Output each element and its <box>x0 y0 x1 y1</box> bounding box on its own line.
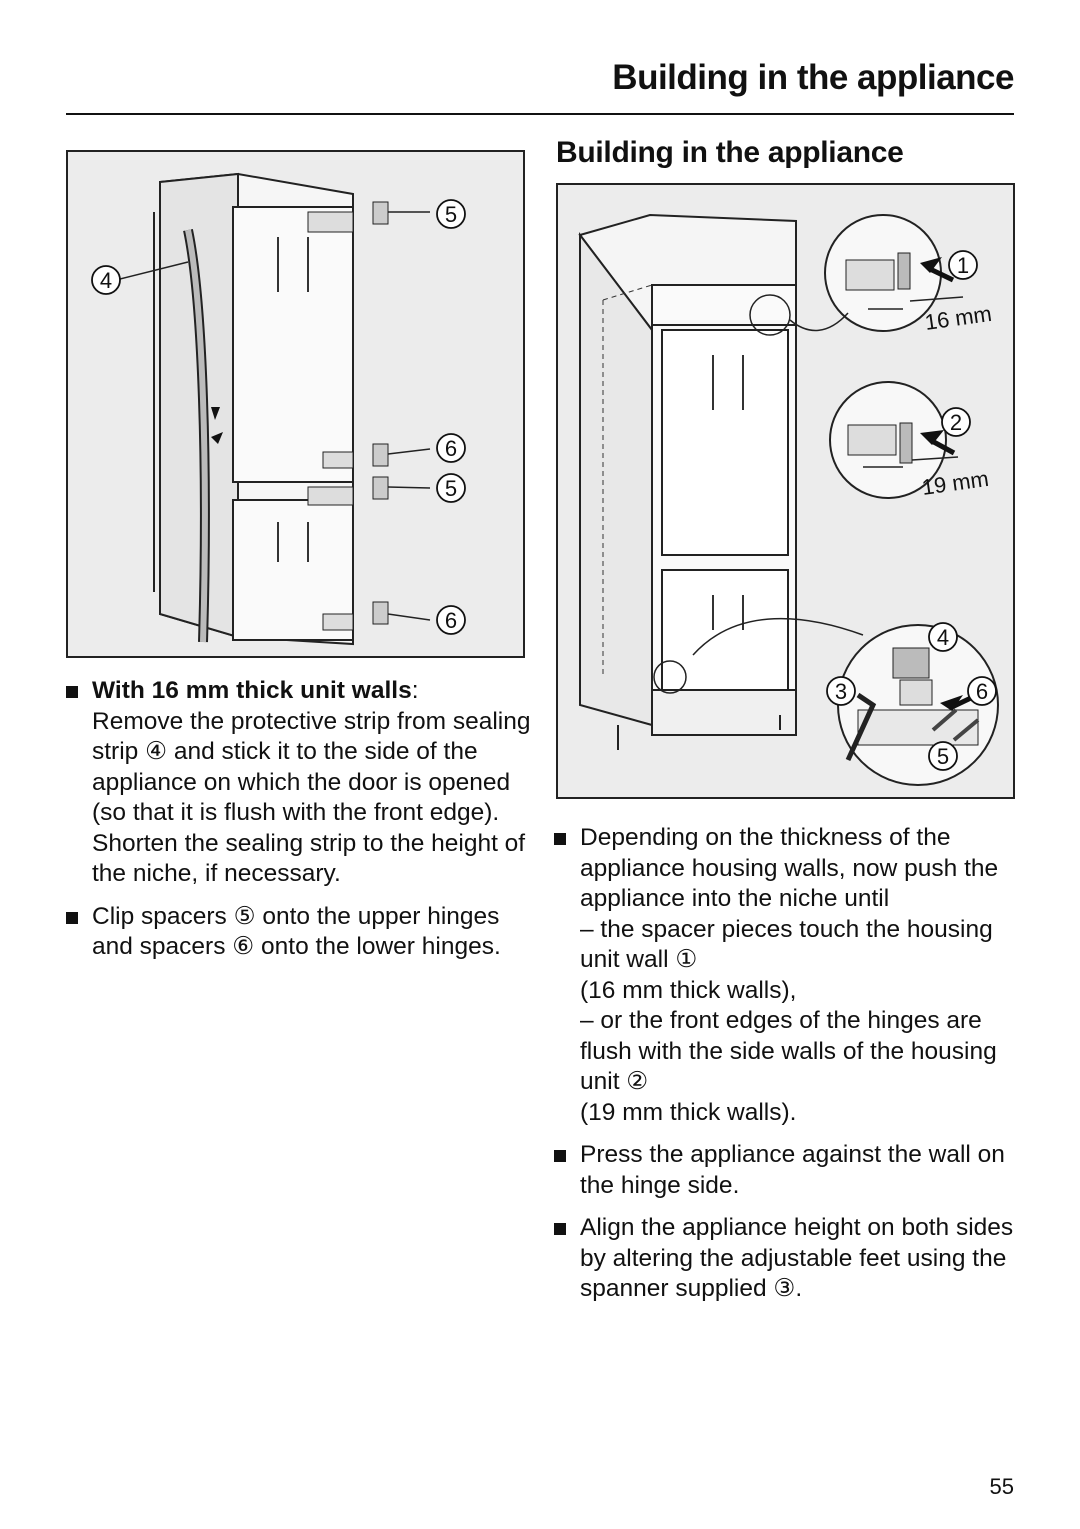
bullet-icon <box>66 686 78 698</box>
item-text: Shorten the sealing strip to the height … <box>92 829 526 888</box>
svg-text:5: 5 <box>445 202 457 227</box>
svg-text:2: 2 <box>950 410 962 435</box>
sub-item: – or the front edges of the hinges are f… <box>580 1007 997 1095</box>
running-title: Building in the appliance <box>612 58 1014 97</box>
svg-text:5: 5 <box>937 744 949 769</box>
svg-text:5: 5 <box>445 476 457 501</box>
callout-4: 4 <box>928 622 958 652</box>
item-text: Clip spacers ⑤ onto the upper hinges and… <box>92 902 501 961</box>
instruction-align-height: Align the appliance height on both sides… <box>554 1213 1024 1305</box>
callout-2: 2 <box>941 407 971 437</box>
callout-3: 3 <box>826 676 856 706</box>
figure-left: 5 4 6 5 6 <box>66 150 525 658</box>
bullet-icon <box>66 911 78 924</box>
callout-6: 6 <box>967 676 997 706</box>
svg-text:1: 1 <box>957 253 969 278</box>
figure-right: 16 mm 19 mm 1 2 4 3 6 5 <box>556 183 1015 799</box>
bullet-icon <box>554 833 566 845</box>
header-rule <box>66 113 1014 115</box>
appliance-niche-illustration: 16 mm 19 mm 1 2 4 3 6 5 <box>578 213 999 786</box>
svg-text:16 mm: 16 mm <box>923 301 993 335</box>
callout-5: 5 <box>928 741 958 771</box>
callout-1: 1 <box>948 250 978 280</box>
appliance-side-illustration: 5 4 6 5 6 <box>91 172 466 646</box>
dimension-16mm: 16 mm <box>923 301 993 335</box>
item-text: Press the appliance against the wall on … <box>580 1141 1005 1199</box>
item-text: Align the appliance height on both sides… <box>580 1214 1014 1302</box>
svg-text:4: 4 <box>100 268 112 293</box>
svg-text:4: 4 <box>937 625 949 650</box>
bullet-icon <box>554 1223 566 1235</box>
sub-item: (16 mm thick walls), <box>580 976 797 1004</box>
instruction-spacers: Clip spacers ⑤ onto the upper hinges and… <box>66 902 536 963</box>
callout-6-lower: 6 <box>436 605 466 635</box>
svg-text:6: 6 <box>445 608 457 633</box>
instruction-sealing-strip: With 16 mm thick unit walls: Remove the … <box>66 676 536 890</box>
callout-4: 4 <box>91 265 121 295</box>
section-title: Building in the appliance <box>556 136 904 169</box>
svg-text:6: 6 <box>445 436 457 461</box>
callout-6-upper: 6 <box>436 433 466 463</box>
instruction-push-appliance: Depending on the thickness of the applia… <box>554 823 1024 1128</box>
page-number: 55 <box>989 1474 1014 1499</box>
svg-text:3: 3 <box>835 679 847 704</box>
callout-5-upper: 5 <box>436 199 466 229</box>
left-column: With 16 mm thick unit walls: Remove the … <box>66 676 536 975</box>
sub-item: – the spacer pieces touch the housing un… <box>580 915 993 974</box>
sub-item: (19 mm thick walls). <box>580 1098 797 1126</box>
item-text: Remove the protective strip from sealing… <box>92 707 531 827</box>
svg-text:6: 6 <box>976 679 988 704</box>
item-lead: With 16 mm thick unit walls <box>92 677 412 704</box>
item-text: Depending on the thickness of the applia… <box>580 824 999 912</box>
callout-5-lower: 5 <box>436 473 466 503</box>
right-column: Depending on the thickness of the applia… <box>554 823 1024 1317</box>
instruction-press-against-wall: Press the appliance against the wall on … <box>554 1140 1024 1201</box>
bullet-icon <box>554 1150 566 1162</box>
